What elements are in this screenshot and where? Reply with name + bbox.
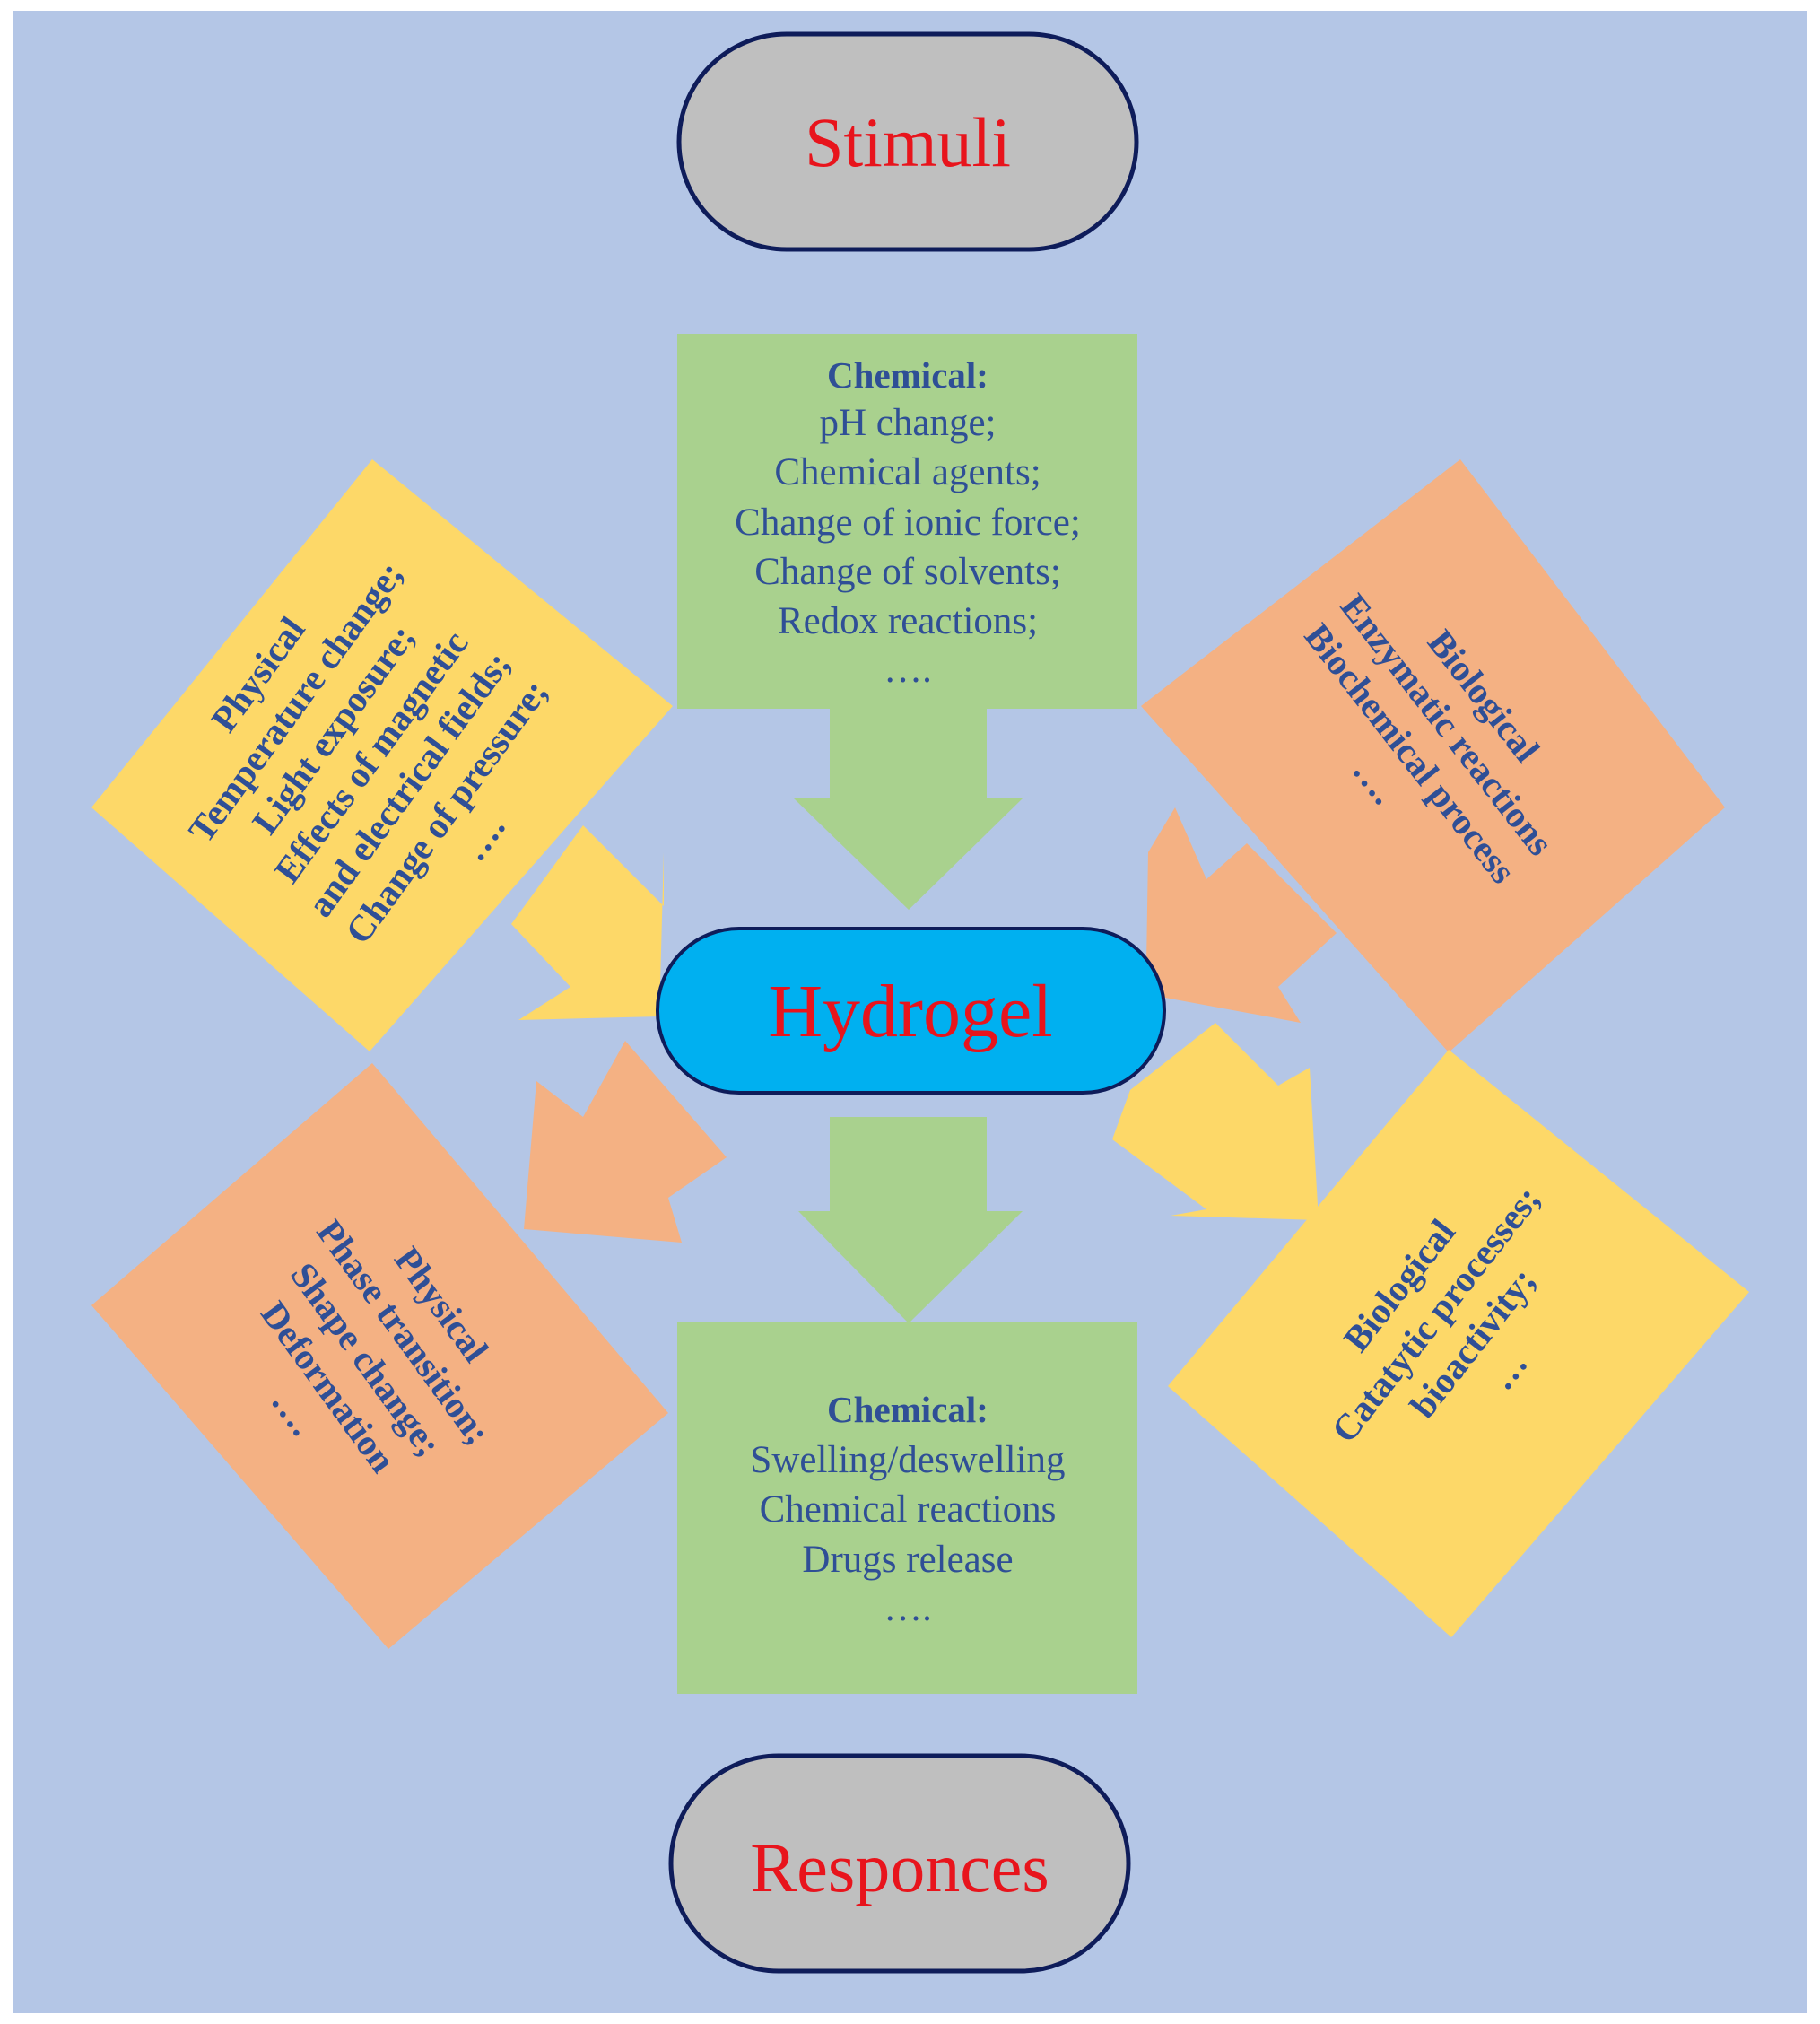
biological-stimuli-diamond [1141,459,1725,1052]
chemical-stimuli-item: Redox reactions; [778,600,1038,642]
chemical-response-box [677,1322,1137,1694]
hydrogel-pill [656,927,1166,1095]
chemical-stimuli-box [677,334,1137,709]
arrow-physical-stimuli-to-hydrogel [511,825,664,1020]
arrow-chemical-stimuli-to-hydrogel [794,709,1023,910]
physical-response-diamond [91,1063,668,1649]
physical-stimuli-diamond [91,459,673,1051]
chemical-response-item: Chemical reactions [760,1488,1057,1531]
arrow-hydrogel-to-physical-response [524,1041,727,1243]
chemical-response-item: …. [884,1587,932,1629]
stimuli-pill [676,31,1139,252]
chemical-response-item: Drugs release [802,1539,1013,1581]
chemical-stimuli-item: Change of solvents; [754,551,1061,593]
chemical-response-heading: Chemical: [827,1389,988,1430]
biological-response-diamond [1168,1050,1749,1637]
chemical-stimuli-heading: Chemical: [827,354,988,396]
arrow-biological-stimuli-to-hydrogel [1146,807,1337,1023]
stimuli-title: Stimuli [805,103,1011,181]
responses-pill [668,1753,1131,1974]
chemical-response-item: Swelling/deswelling [750,1439,1065,1481]
responses-title: Responces [750,1828,1049,1906]
arrow-hydrogel-to-chemical-response [798,1117,1023,1323]
arrow-hydrogel-to-biological-response [1112,1023,1319,1220]
chemical-stimuli-item: Change of ionic force; [735,502,1081,544]
hydrogel-title: Hydrogel [768,970,1052,1053]
chemical-stimuli-item: …. [884,649,932,691]
chemical-stimuli-item: Chemical agents; [774,451,1041,493]
chemical-stimuli-item: pH change; [819,402,996,444]
